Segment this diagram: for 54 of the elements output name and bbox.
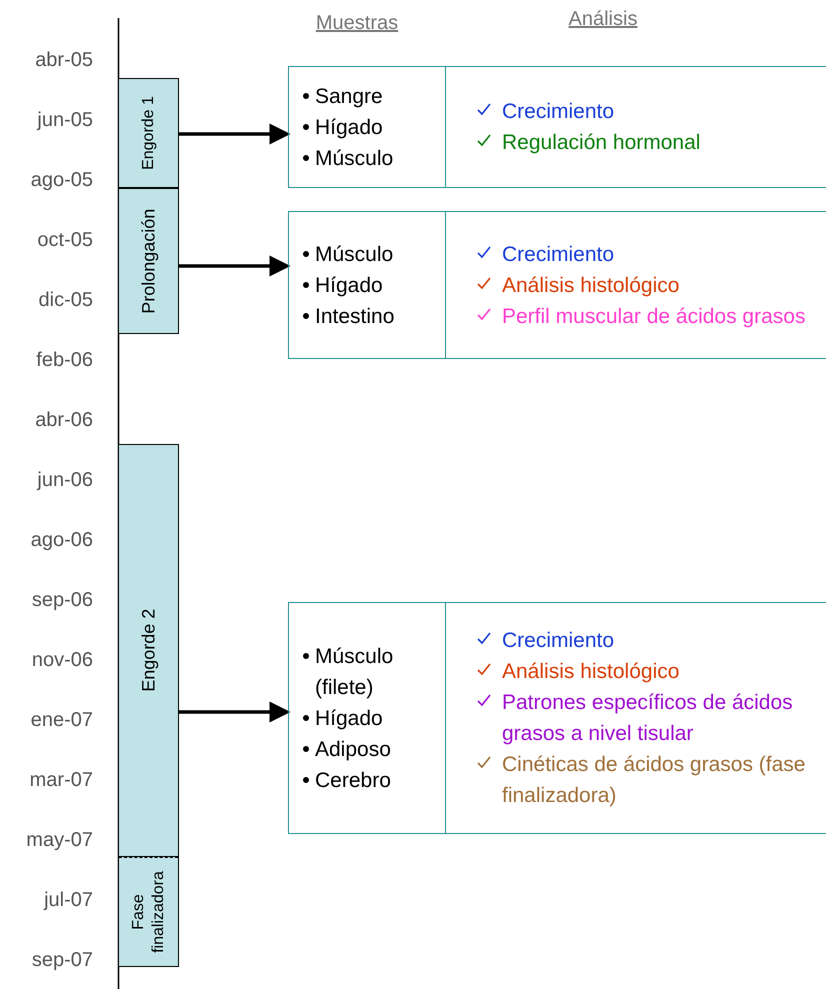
samples-cell [288,602,446,834]
analysis-cell [446,66,826,188]
sample-item: Hígado [315,114,384,140]
month-label: jun-05 [36,108,93,133]
month-label: jul-07 [42,888,93,913]
samples-cell [288,66,446,188]
month-label: feb-06 [35,348,93,373]
analysis-cell [446,211,826,359]
month-label: abr-05 [34,48,93,73]
analysis-item: Regulación hormonal [502,130,700,156]
sample-item: Músculo (filete) [315,644,394,700]
phase-band [118,78,179,188]
phase-label: Fase finalizadora [128,870,168,955]
month-label: mar-07 [28,768,93,793]
phase-band [118,857,179,967]
samples-cell [288,211,446,359]
sample-item: Intestino [315,304,396,330]
sample-item: Músculo [315,242,394,268]
arrow [179,124,290,144]
analysis-item: Análisis histológico [502,272,680,298]
analysis-cell [446,602,826,834]
analysis-item: Crecimiento [502,628,614,654]
sample-item: Hígado [315,706,384,732]
month-label: ago-05 [30,168,93,193]
phase-label: Engorde 2 [137,608,160,692]
analysis-item: Crecimiento [502,99,614,125]
analysis-item: Patrones específicos de ácidos grasos a nivel tisular [502,690,794,747]
phase-label: Engorde 1 [138,95,158,172]
month-label: abr-06 [34,408,93,433]
phase-label: Prolongación [137,208,160,314]
analysis-item: Cinéticas de ácidos grasos (fase finalizadora) [502,752,806,809]
month-label: ago-06 [30,528,93,553]
month-label: dic-05 [38,288,93,313]
analysis-item: Análisis histológico [502,659,680,685]
month-label: sep-07 [30,948,93,973]
sample-item: Adiposo [315,736,392,762]
phase-band [118,188,179,334]
month-label: oct-05 [36,228,93,253]
column-header: Muestras [314,11,400,36]
sample-item: Músculo [315,146,394,172]
month-label: may-07 [25,828,93,853]
analysis-item: Crecimiento [502,242,614,268]
month-label: nov-06 [30,648,93,673]
sample-item: Sangre [315,84,384,110]
sample-item: Hígado [315,272,384,298]
phase-band [118,444,179,857]
month-label: jun-06 [36,468,93,493]
arrow [179,256,290,276]
arrow [179,702,290,722]
column-header: Análisis [568,7,638,32]
analysis-item: Perfil muscular de ácidos grasos [502,304,806,330]
sample-item: Cerebro [315,768,392,794]
month-label: sep-06 [30,588,93,613]
month-label: ene-07 [30,708,93,733]
